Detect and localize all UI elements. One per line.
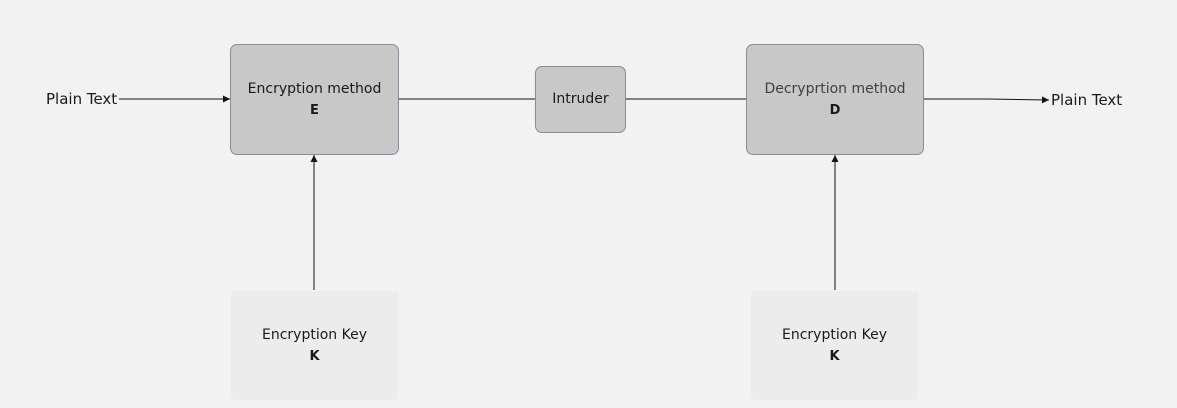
decryption-to-plaintext-arrow [923, 96, 1050, 104]
decryption-key-box: Encryption Key K [751, 291, 918, 400]
plain-text-input-label: Plain Text [46, 90, 118, 108]
decryption-key-symbol: K [829, 348, 840, 364]
encryption-method-title: Encryption method [247, 80, 382, 97]
encryption-key-title: Encryption Key [262, 326, 367, 343]
encryption-method-symbol: E [310, 102, 319, 118]
decryption-key-title: Encryption Key [782, 326, 887, 343]
encryption-method-box: Encryption method E [230, 44, 399, 155]
encryption-key-symbol: K [309, 348, 320, 364]
intruder-box: Intruder [535, 66, 626, 133]
decryption-method-symbol: D [829, 102, 841, 118]
decryption-method-box: Decryprtion method D [746, 44, 924, 155]
intruder-title: Intruder [552, 91, 609, 107]
plain-text-output-label: Plain Text [1051, 91, 1123, 109]
encryption-key-box: Encryption Key K [231, 291, 398, 400]
decryption-method-title: Decryprtion method [764, 80, 906, 97]
